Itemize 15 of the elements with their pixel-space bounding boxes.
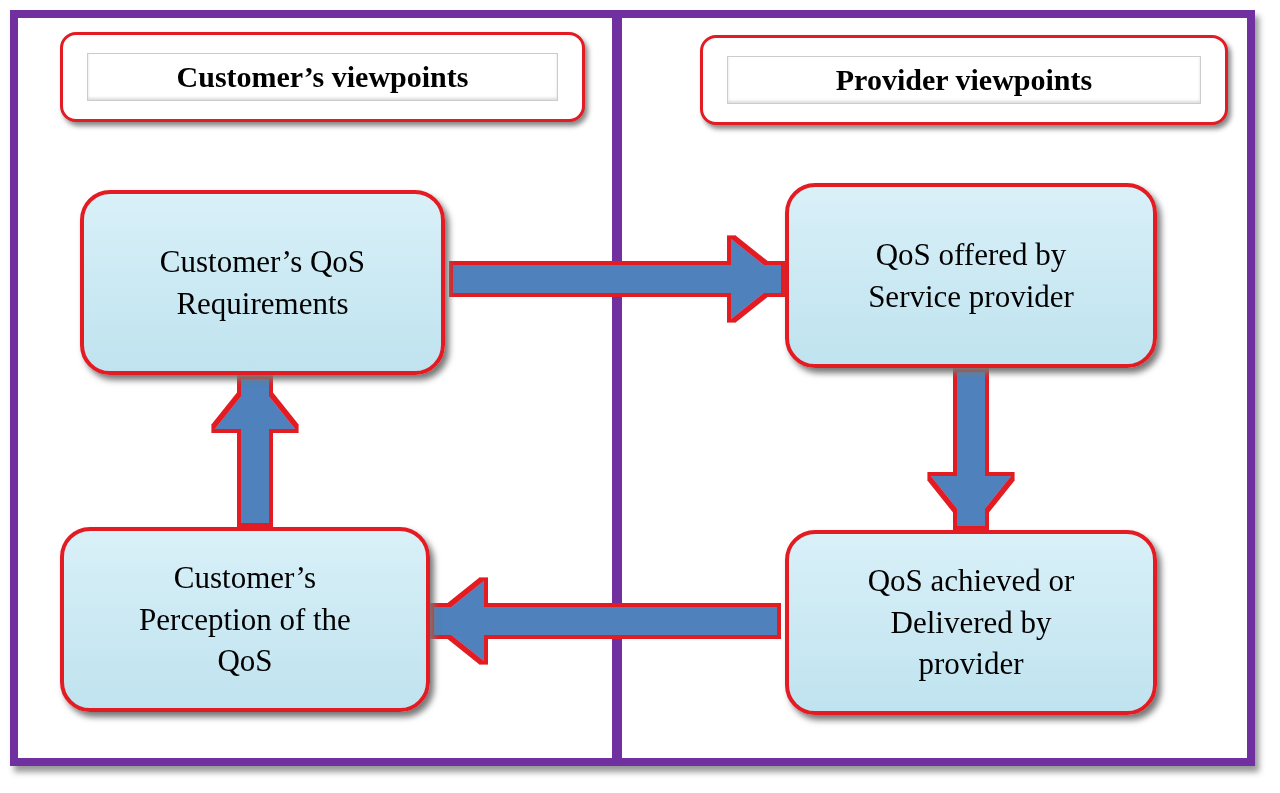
header-label: Provider viewpoints (727, 56, 1201, 104)
process-box (785, 183, 1157, 368)
process-box (60, 527, 430, 712)
box-label: QoS offered by Service provider (867, 235, 1075, 316)
header-box (60, 32, 585, 122)
process-box (785, 530, 1157, 715)
header-label: Customer’s viewpoints (87, 53, 558, 101)
header-box (700, 35, 1228, 125)
box-label: Customer’s QoS Requirements (158, 242, 367, 323)
block-arrow (215, 379, 295, 523)
block-arrow (453, 239, 781, 319)
process-box (80, 190, 445, 375)
block-arrow (434, 581, 777, 661)
box-label: Customer’s Perception of the QoS (138, 558, 352, 681)
box-label: QoS achieved or Delivered by provider (866, 561, 1076, 684)
